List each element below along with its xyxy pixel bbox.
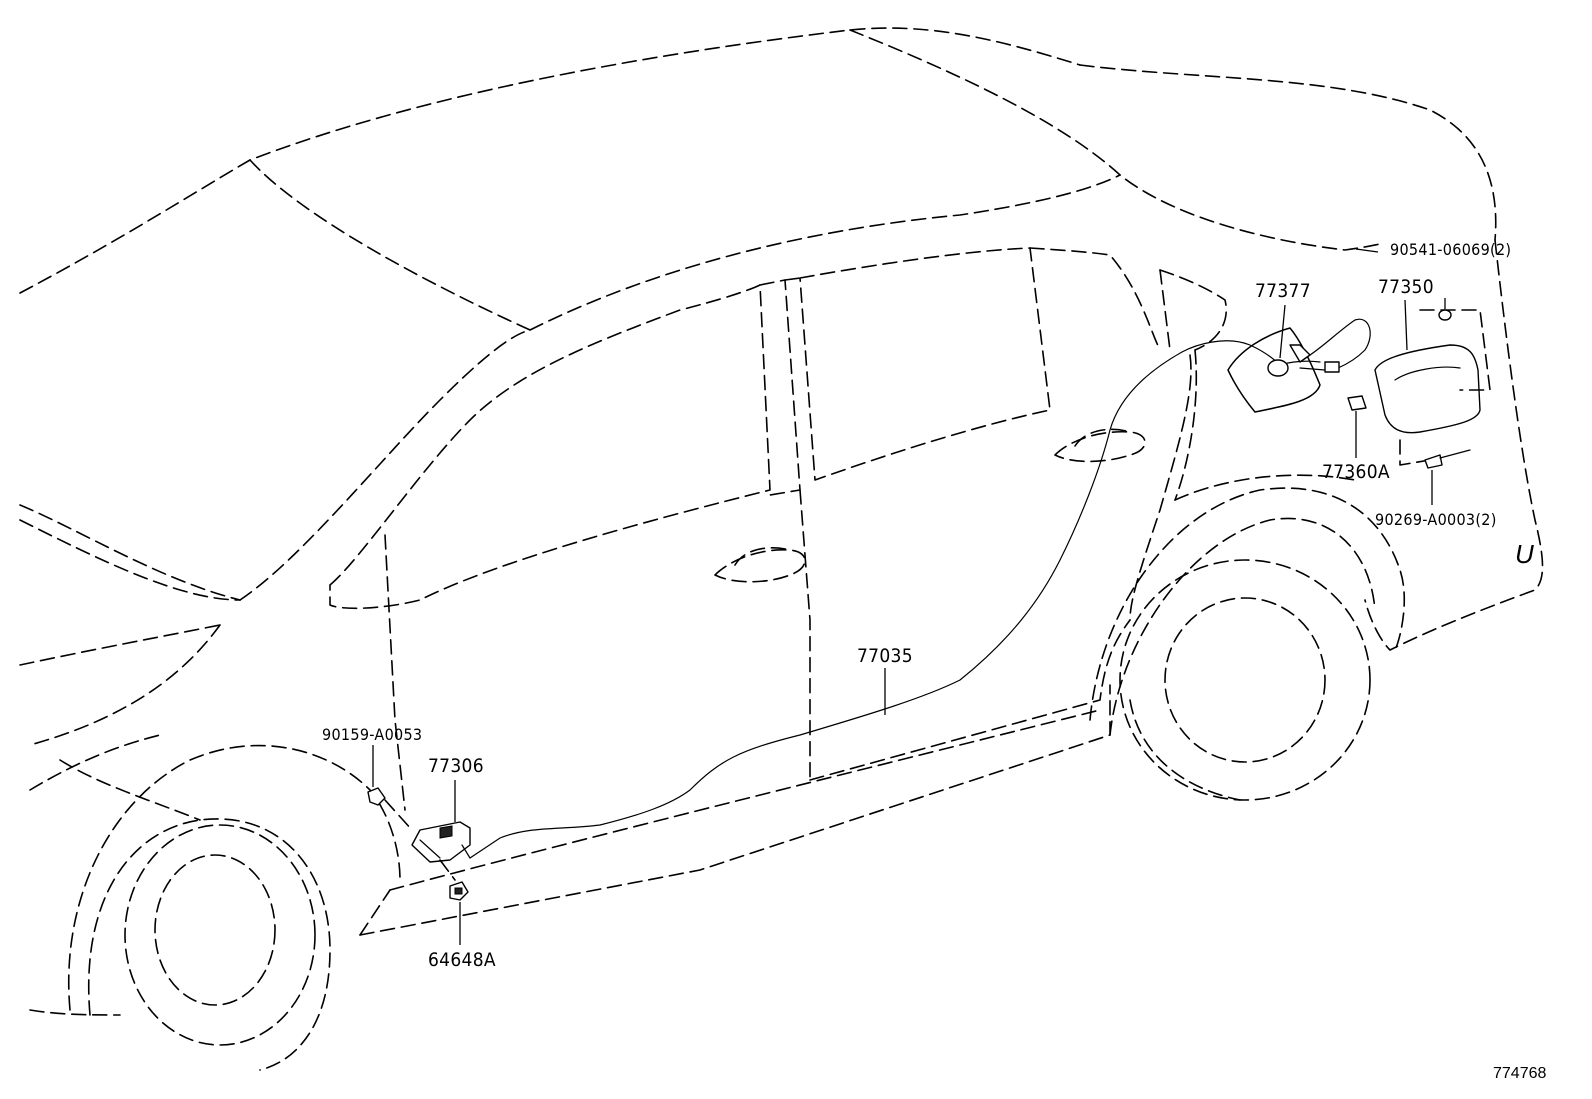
part-77306-lid-opener xyxy=(411,821,471,863)
callout-77360a: 77360A xyxy=(1322,461,1390,483)
part-77035-release-cable xyxy=(469,351,1183,859)
callout-77035: 77035 xyxy=(857,645,913,667)
callout-77350: 77350 xyxy=(1378,276,1434,298)
part-77360a-hinge xyxy=(1347,395,1367,411)
part-90269-rivet xyxy=(1424,449,1471,469)
corner-mark: U xyxy=(1515,539,1534,569)
part-90541-clip xyxy=(1438,309,1452,321)
callout-90541-06069: 90541-06069(2) xyxy=(1390,240,1511,259)
part-77377-lock-actuator xyxy=(1267,318,1371,377)
callout-64648a: 64648A xyxy=(428,949,496,971)
diagram-reference-number: 774768 xyxy=(1493,1065,1546,1082)
car-body-outline xyxy=(19,27,1544,1071)
callout-90159-a0053: 90159-A0053 xyxy=(322,725,422,744)
fuel-lid-opening xyxy=(1181,327,1321,413)
leader-lines xyxy=(372,248,1446,945)
part-90159-screw xyxy=(367,787,413,831)
part-64648a-clamp xyxy=(439,859,469,901)
callout-77377: 77377 xyxy=(1255,280,1311,302)
part-77350-fuel-lid xyxy=(1374,309,1491,466)
callout-77306: 77306 xyxy=(428,755,484,777)
callout-90269-a0003: 90269-A0003(2) xyxy=(1375,510,1497,529)
